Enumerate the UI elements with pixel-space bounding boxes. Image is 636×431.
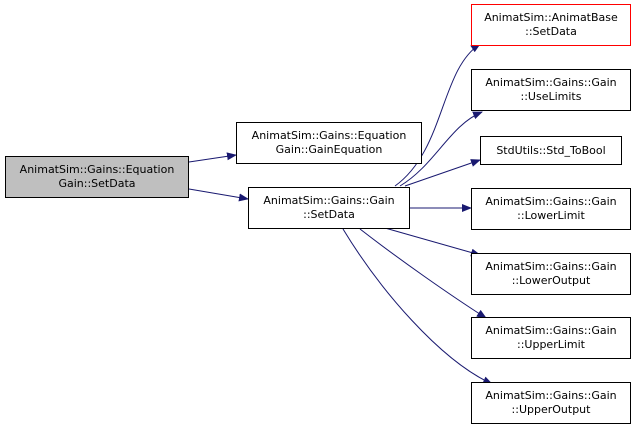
node-label-line2: ::LowerOutput — [511, 274, 591, 287]
node-gain-uselimits[interactable]: AnimatSim::Gains::Gain ::UseLimits — [471, 69, 631, 111]
node-label-line2: Gain::GainEquation — [275, 143, 383, 156]
node-label-line1: AnimatSim::Gains::Gain — [485, 389, 617, 402]
node-gain-setdata[interactable]: AnimatSim::Gains::Gain ::SetData — [248, 187, 410, 229]
node-label-line1: AnimatSim::Gains::Gain — [485, 76, 617, 89]
node-std-tobool[interactable]: StdUtils::Std_ToBool — [480, 136, 622, 165]
node-label-line2: ::SetData — [303, 208, 355, 221]
node-label-line2: ::SetData — [525, 25, 577, 38]
edge-gain-setdata-to-upperoutput — [342, 228, 493, 385]
node-gain-upperlimit[interactable]: AnimatSim::Gains::Gain ::UpperLimit — [471, 317, 631, 359]
node-label-line1: AnimatSim::Gains::Gain — [485, 195, 617, 208]
node-label-line1: AnimatSim::Gains::Gain — [485, 324, 617, 337]
node-equation-gain-setdata[interactable]: AnimatSim::Gains::Equation Gain::SetData — [5, 156, 189, 198]
edge-gain-setdata-to-upperlimit — [359, 228, 487, 319]
node-gain-upperoutput[interactable]: AnimatSim::Gains::Gain ::UpperOutput — [471, 382, 631, 424]
node-label-line2: ::UseLimits — [520, 90, 582, 103]
edge-setdata-to-gainequation — [188, 152, 237, 163]
node-label-line1: AnimatSim::AnimatBase — [484, 11, 618, 24]
edge-setdata-to-gain-setdata — [188, 188, 249, 202]
node-label-line2: ::UpperLimit — [517, 338, 585, 351]
edge-gain-setdata-to-uselimits — [399, 111, 483, 187]
node-gain-lowerlimit[interactable]: AnimatSim::Gains::Gain ::LowerLimit — [471, 188, 631, 230]
node-label-line1: AnimatSim::Gains::Gain — [485, 260, 617, 273]
edge-gain-setdata-to-std-tobool — [404, 159, 481, 187]
edge-gain-setdata-to-loweroutput — [384, 227, 481, 257]
node-label-line1: AnimatSim::Gains::Gain — [263, 194, 395, 207]
node-gain-loweroutput[interactable]: AnimatSim::Gains::Gain ::LowerOutput — [471, 253, 631, 295]
node-label-line1: AnimatSim::Gains::Equation — [19, 163, 175, 176]
node-label-line2: ::LowerLimit — [517, 209, 585, 222]
node-label-line1: StdUtils::Std_ToBool — [496, 143, 606, 157]
node-label-line2: ::UpperOutput — [511, 403, 591, 416]
edge-gain-setdata-to-animatbase-setdata — [394, 43, 481, 187]
node-equation-gain-gainequation[interactable]: AnimatSim::Gains::Equation Gain::GainEqu… — [236, 122, 422, 164]
node-label-line2: Gain::SetData — [58, 177, 136, 190]
node-label-line1: AnimatSim::Gains::Equation — [251, 129, 407, 142]
node-animatbase-setdata[interactable]: AnimatSim::AnimatBase ::SetData — [471, 4, 631, 46]
